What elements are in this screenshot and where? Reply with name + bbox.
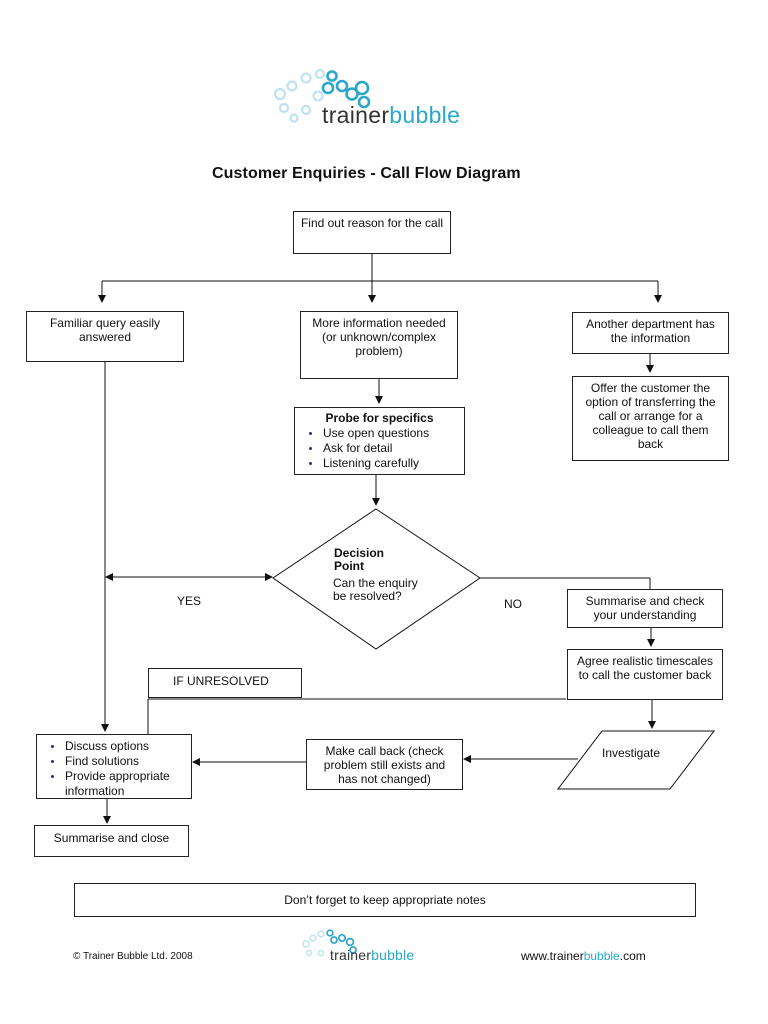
copyright-text: © Trainer Bubble Ltd. 2008 bbox=[73, 951, 193, 962]
investigate-parallelogram bbox=[556, 730, 716, 790]
agree-timescales-text: Agree realistic timescales to call the c… bbox=[576, 654, 714, 682]
decision-diamond bbox=[272, 508, 481, 650]
no-label: NO bbox=[504, 597, 522, 611]
website-link[interactable]: www.trainerbubble.com bbox=[521, 949, 646, 963]
notes-box: Don’t forget to keep appropriate notes bbox=[74, 883, 696, 917]
offer-transfer-box: Offer the customer the option of transfe… bbox=[572, 376, 729, 461]
bubble-logo-icon bbox=[273, 68, 371, 123]
footer-logo: trainerbubble bbox=[300, 928, 440, 964]
another-dept-box: Another department has the information bbox=[572, 312, 729, 354]
website-url-suffix: .com bbox=[619, 949, 646, 963]
summarise-check-box: Summarise and check your understanding bbox=[567, 589, 723, 628]
make-callback-box: Make call back (check problem still exis… bbox=[306, 739, 463, 790]
discuss-box: Discuss options Find solutions Provide a… bbox=[36, 734, 192, 799]
website-url-part: www.trainer bbox=[521, 949, 584, 963]
header-logo: trainerbubble bbox=[270, 66, 510, 130]
summarise-check-text: Summarise and check your understanding bbox=[585, 594, 705, 622]
probe-item: Listening carefully bbox=[309, 456, 458, 471]
find-reason-text: Find out reason for the call bbox=[300, 216, 444, 230]
discuss-item: Discuss options bbox=[51, 739, 187, 754]
footer-logo-text-trainer: trainer bbox=[330, 947, 372, 963]
probe-list: Use open questions Ask for detail Listen… bbox=[301, 426, 458, 471]
yes-label: YES bbox=[177, 594, 202, 608]
summarise-close-text: Summarise and close bbox=[53, 831, 170, 845]
page-title: Customer Enquiries - Call Flow Diagram bbox=[212, 165, 521, 182]
probe-item: Use open questions bbox=[309, 426, 458, 441]
discuss-item: Provide appropriate information bbox=[51, 769, 187, 798]
website-url-accent: bubble bbox=[583, 949, 620, 963]
decision-title: Decision Point bbox=[334, 546, 385, 573]
logo-text-trainer: trainer bbox=[322, 102, 390, 128]
notes-text: Don’t forget to keep appropriate notes bbox=[284, 893, 486, 907]
find-reason-box: Find out reason for the call bbox=[293, 211, 451, 254]
decision-question: Can the enquiry be resolved? bbox=[333, 576, 418, 603]
probe-item: Ask for detail bbox=[309, 441, 458, 456]
familiar-query-box: Familiar query easily answered bbox=[26, 311, 184, 362]
more-info-text: More information needed (or unknown/comp… bbox=[312, 316, 446, 358]
footer-logo-text-bubble: bubble bbox=[371, 947, 415, 963]
offer-transfer-text: Offer the customer the option of transfe… bbox=[585, 381, 716, 451]
probe-title: Probe for specifics bbox=[325, 411, 434, 425]
probe-box: Probe for specifics Use open questions A… bbox=[294, 407, 465, 475]
if-unresolved-text: IF UNRESOLVED bbox=[173, 674, 269, 688]
if-unresolved-box: IF UNRESOLVED bbox=[148, 668, 302, 698]
agree-timescales-box: Agree realistic timescales to call the c… bbox=[567, 649, 723, 700]
discuss-item: Find solutions bbox=[51, 754, 187, 769]
make-callback-text: Make call back (check problem still exis… bbox=[323, 744, 446, 786]
familiar-query-text: Familiar query easily answered bbox=[49, 316, 161, 344]
summarise-close-box: Summarise and close bbox=[34, 825, 189, 857]
discuss-list: Discuss options Find solutions Provide a… bbox=[41, 739, 187, 798]
investigate-text: Investigate bbox=[602, 746, 661, 760]
logo-text-bubble: bubble bbox=[389, 102, 461, 128]
another-dept-text: Another department has the information bbox=[586, 317, 715, 345]
bubble-logo-icon bbox=[302, 929, 357, 957]
more-info-box: More information needed (or unknown/comp… bbox=[300, 311, 458, 379]
